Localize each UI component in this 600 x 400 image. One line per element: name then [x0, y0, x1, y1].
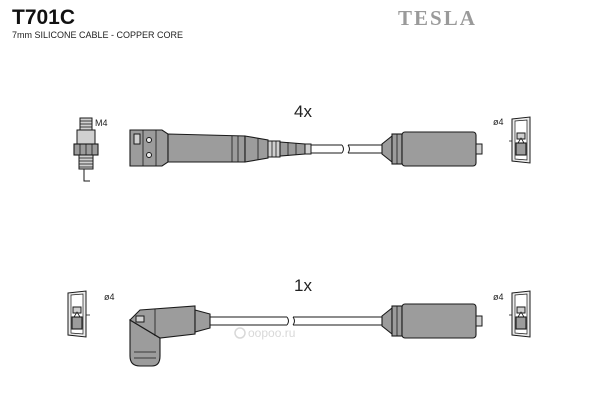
bottom-left-terminal-size-label: ø4 — [104, 292, 115, 302]
bottom-right-terminal-size-label: ø4 — [493, 292, 504, 302]
spark-plug-thread-label: M4 — [95, 118, 108, 128]
top-straight-boot — [129, 129, 312, 167]
bottom-left-terminal-icon — [67, 290, 90, 338]
top-coil-boot — [381, 131, 483, 167]
bottom-coil-boot — [381, 303, 483, 339]
bottom-lead-quantity: 1x — [294, 276, 312, 295]
top-right-terminal-icon — [509, 116, 531, 164]
bottom-angled-boot — [129, 305, 211, 367]
product-code: T701C — [12, 6, 75, 29]
product-subtitle: 7mm SILICONE CABLE - COPPER CORE — [12, 30, 183, 40]
spark-plug-icon — [73, 117, 99, 182]
watermark-text: oopoo.ru — [248, 326, 295, 340]
bottom-right-terminal-icon — [509, 290, 531, 338]
top-cable — [311, 144, 382, 154]
top-terminal-size-label: ø4 — [493, 117, 504, 127]
bottom-cable — [210, 316, 382, 326]
brand-logo: TESLA — [398, 6, 477, 30]
top-lead-quantity: 4x — [294, 102, 312, 121]
watermark: oopoo.ru — [234, 326, 295, 340]
